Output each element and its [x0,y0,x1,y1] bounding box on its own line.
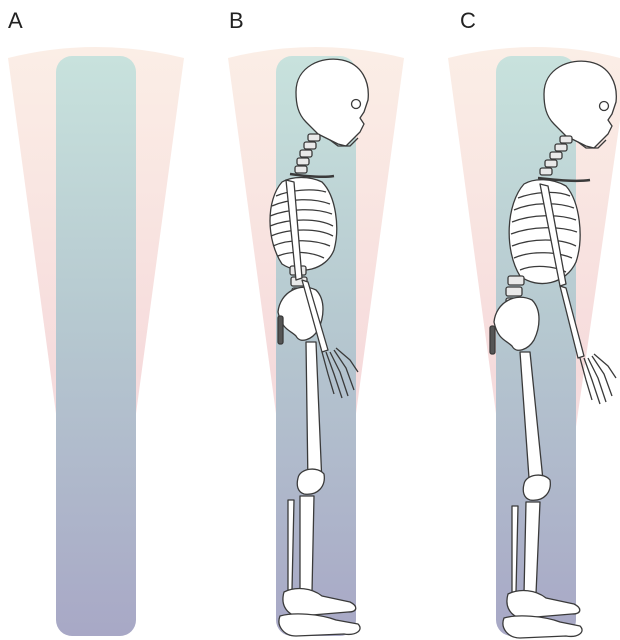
hand [580,354,616,404]
sacrum [278,316,283,344]
tibia [300,496,314,592]
eye-socket [352,100,361,109]
gravity-column [56,56,136,636]
panel-b [228,47,404,636]
panel-c [448,47,620,638]
panel-a [8,47,184,636]
sacrum [490,326,495,354]
eye-socket [600,102,609,111]
